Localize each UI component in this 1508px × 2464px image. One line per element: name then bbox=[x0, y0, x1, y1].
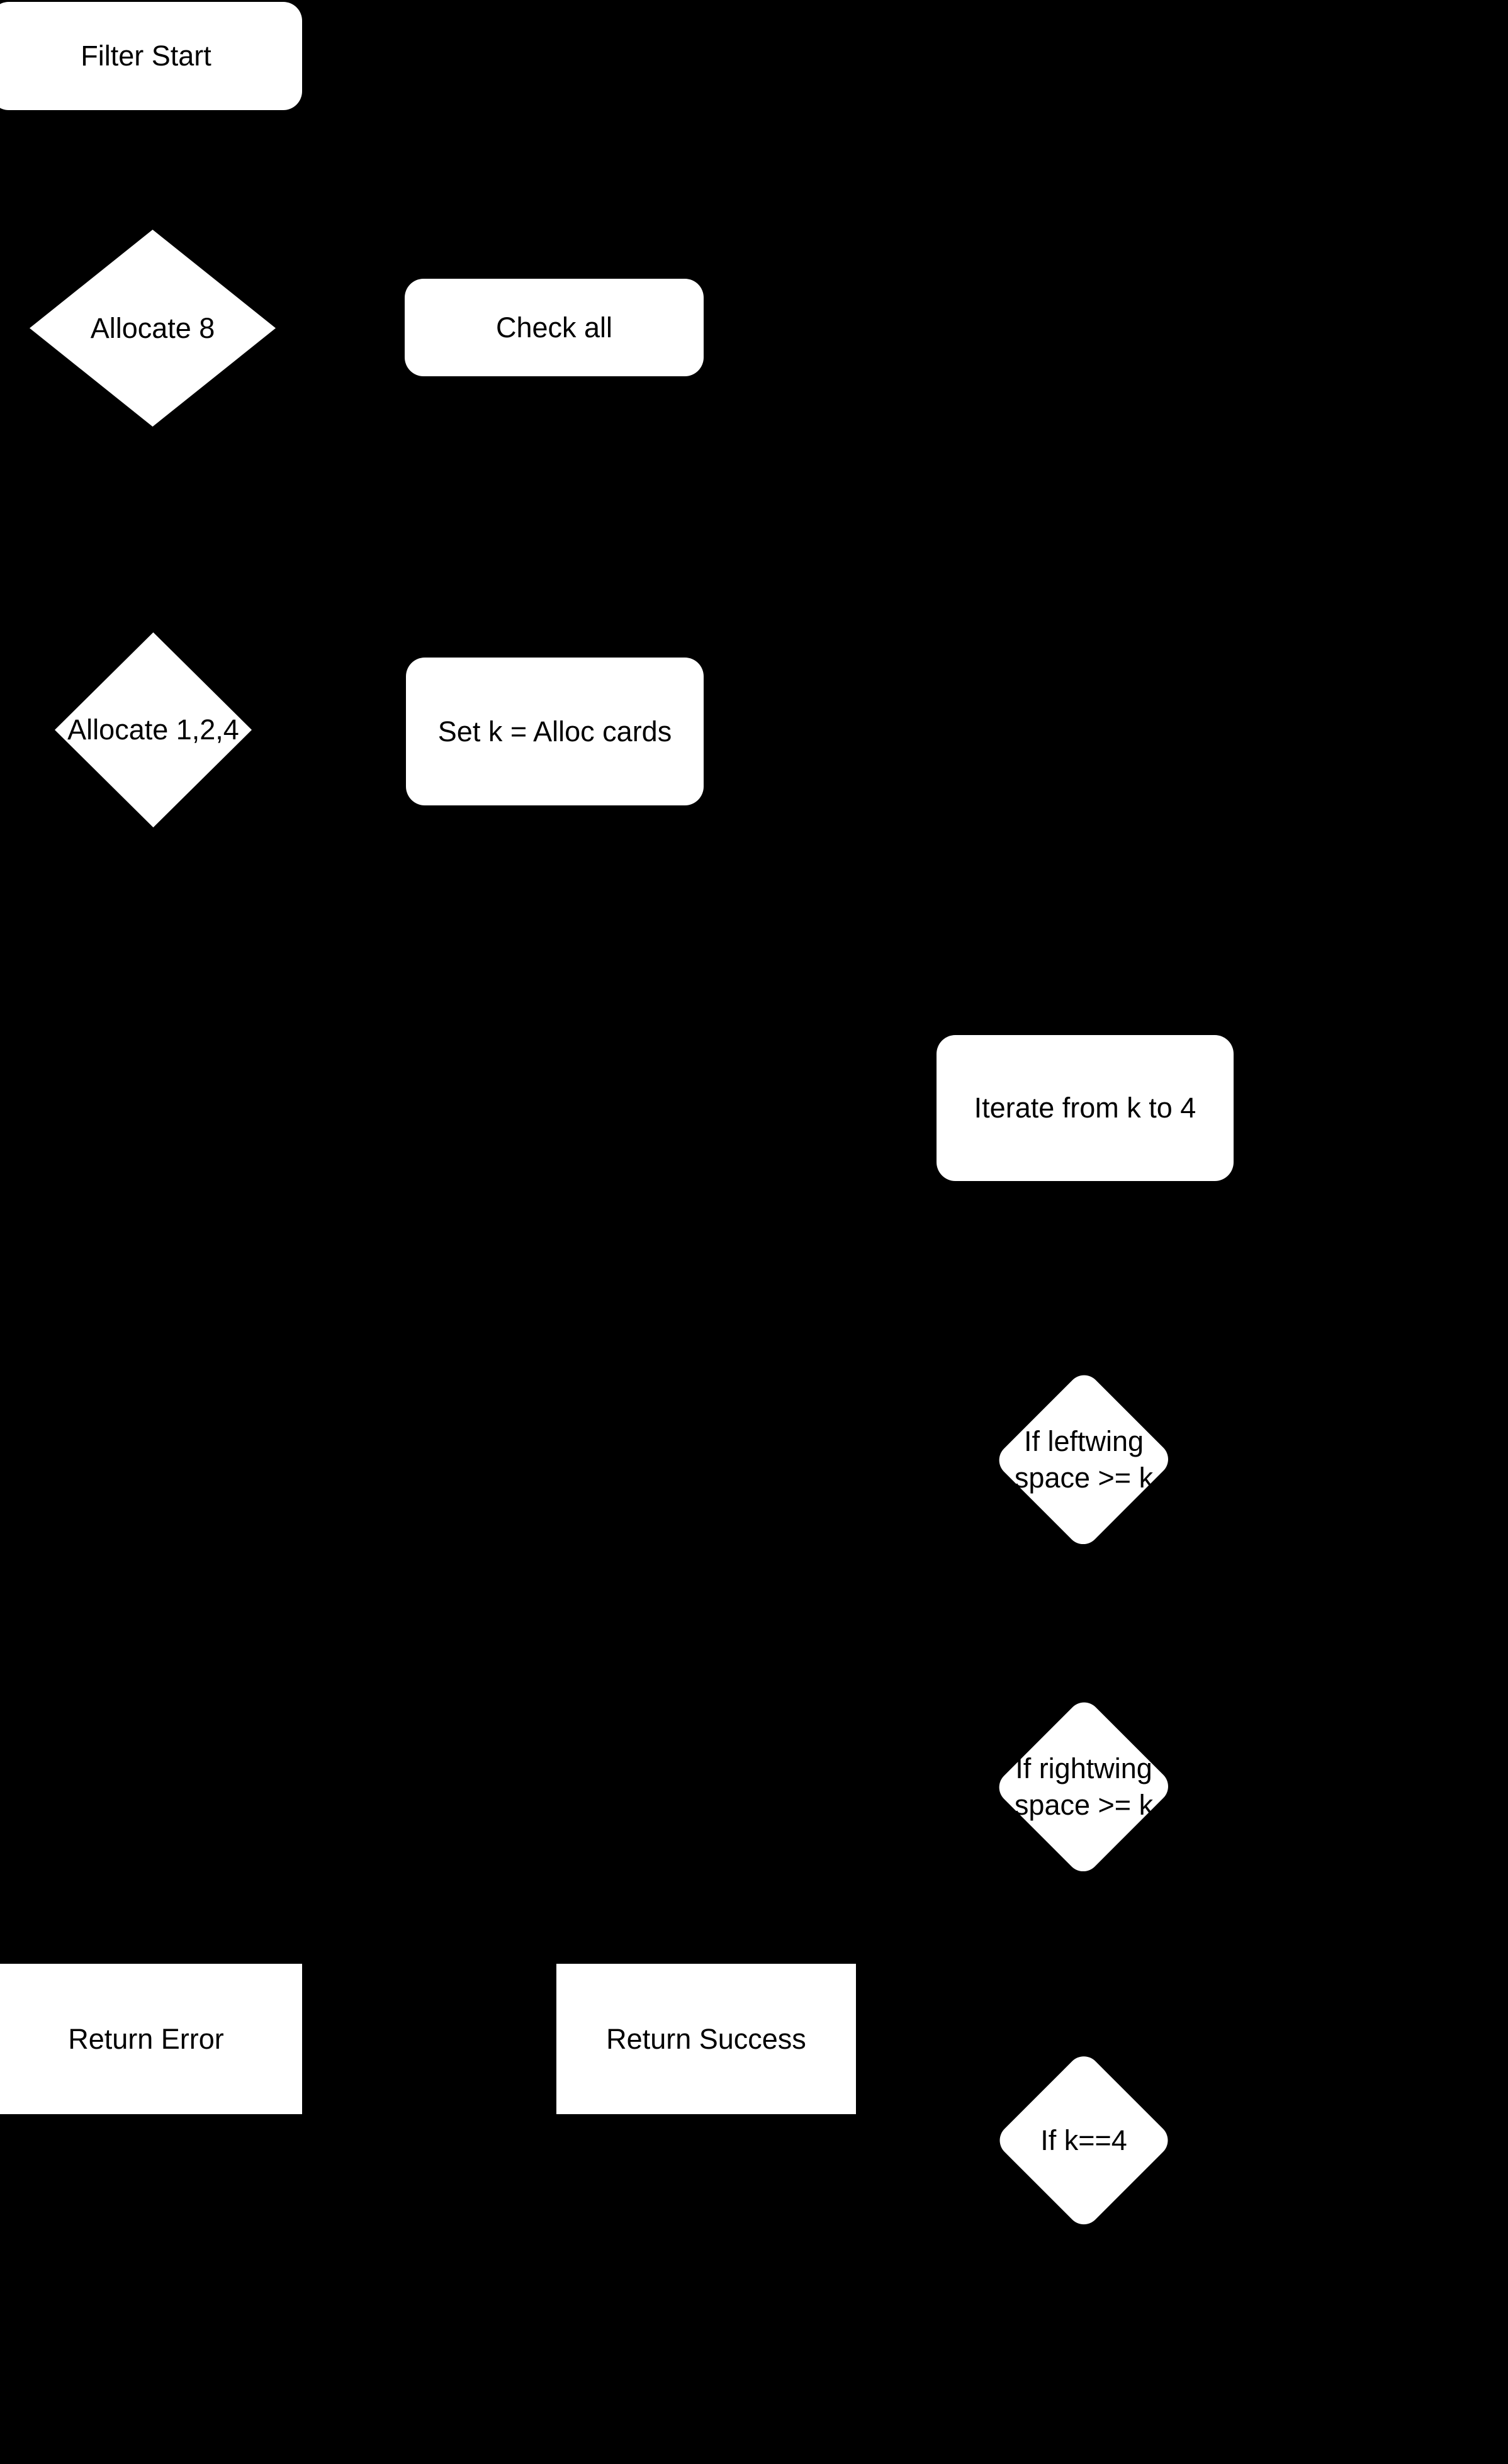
node-allocate-1-2-4[interactable]: Allocate 1,2,4 bbox=[55, 632, 252, 827]
diamond-shape bbox=[993, 2049, 1175, 2232]
node-set-k-label: Set k = Alloc cards bbox=[437, 715, 672, 748]
node-iterate-k-to-4[interactable]: Iterate from k to 4 bbox=[937, 1035, 1234, 1181]
node-check-all[interactable]: Check all bbox=[405, 279, 704, 376]
node-if-leftwing-space[interactable]: If leftwing space >= k bbox=[992, 1368, 1176, 1552]
diamond-shape bbox=[992, 1695, 1176, 1879]
node-return-error-label: Return Error bbox=[68, 2022, 224, 2055]
node-filter-start-label: Filter Start bbox=[81, 40, 211, 72]
node-return-success[interactable]: Return Success bbox=[556, 1964, 856, 2114]
diamond-shape bbox=[30, 230, 276, 427]
node-if-rightwing-space[interactable]: If rightwing space >= k bbox=[992, 1695, 1176, 1879]
node-filter-start[interactable]: Filter Start bbox=[0, 2, 302, 110]
node-if-k-equals-4[interactable]: If k==4 bbox=[993, 2049, 1175, 2232]
node-iterate-k-to-4-label: Iterate from k to 4 bbox=[974, 1092, 1196, 1124]
node-return-error[interactable]: Return Error bbox=[0, 1964, 302, 2114]
node-set-k[interactable]: Set k = Alloc cards bbox=[406, 658, 704, 805]
node-check-all-label: Check all bbox=[495, 311, 613, 344]
diamond-shape bbox=[992, 1368, 1176, 1552]
node-return-success-label: Return Success bbox=[606, 2022, 806, 2055]
diamond-shape bbox=[55, 632, 252, 827]
node-allocate-8[interactable]: Allocate 8 bbox=[30, 230, 276, 427]
